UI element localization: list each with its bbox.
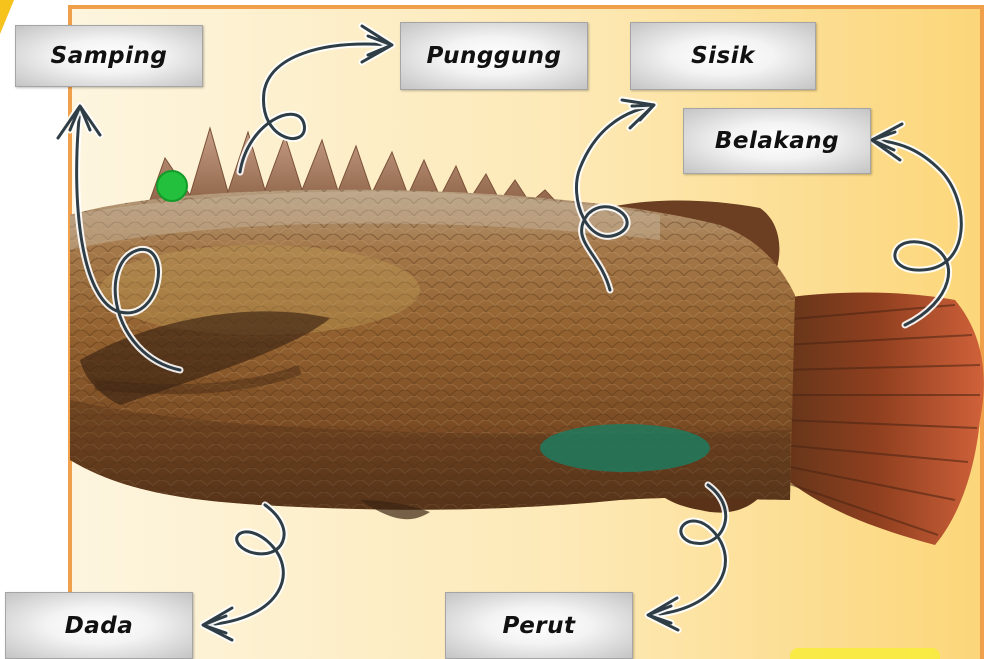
label-belakang: Belakang	[683, 108, 871, 174]
label-perut: Perut	[445, 592, 633, 659]
belly-green-patch	[540, 424, 710, 472]
label-sisik: Sisik	[630, 22, 816, 90]
green-dot-marker	[157, 171, 187, 201]
arrow-dada	[203, 505, 284, 640]
highlight-decoration	[790, 648, 940, 659]
label-belakang-text: Belakang	[715, 128, 839, 154]
label-perut-text: Perut	[502, 613, 575, 639]
tail-fin	[770, 293, 984, 546]
label-sisik-text: Sisik	[691, 43, 755, 69]
label-samping-text: Samping	[51, 43, 168, 69]
label-dada-text: Dada	[65, 613, 134, 639]
arrow-punggung	[240, 26, 392, 172]
label-dada: Dada	[5, 592, 193, 659]
label-punggung: Punggung	[400, 22, 588, 90]
label-samping: Samping	[15, 25, 203, 87]
label-punggung-text: Punggung	[427, 43, 562, 69]
